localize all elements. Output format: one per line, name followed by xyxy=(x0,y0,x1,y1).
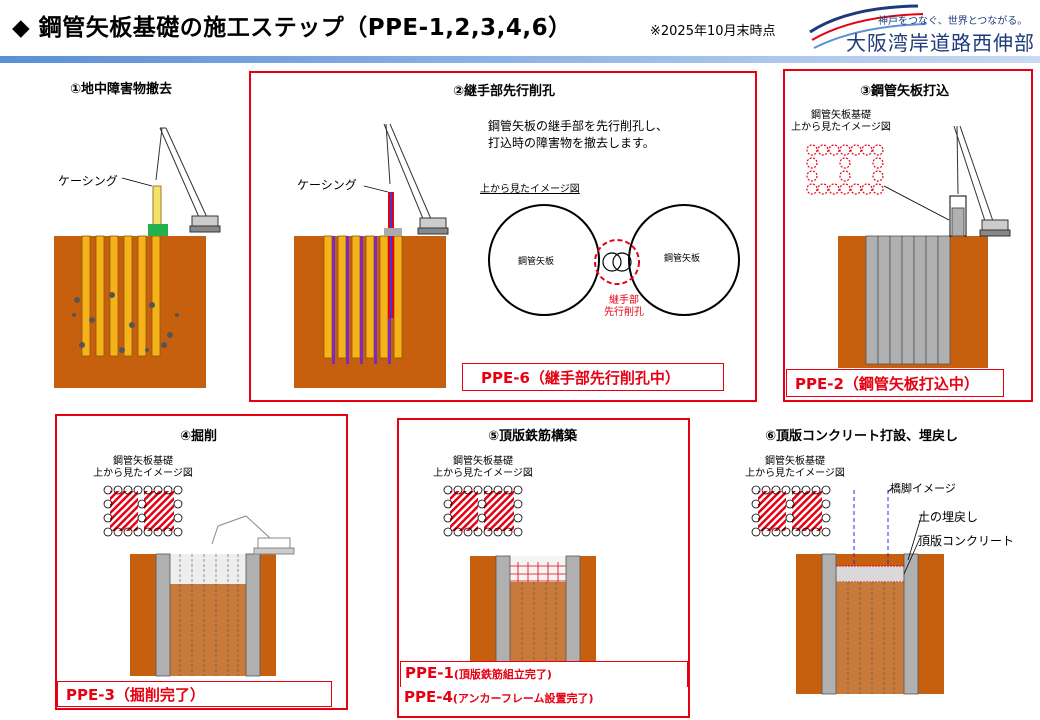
step2-status: PPE-6（継手部先行削孔中） xyxy=(462,363,724,391)
step2-pile-right-label: 鋼管矢板 xyxy=(664,254,701,264)
step5-title: ⑤頂版鉄筋構築 xyxy=(488,429,578,444)
as-of-date: ※2025年10月末時点 xyxy=(650,24,776,39)
step2-panel xyxy=(249,71,757,402)
step2-plan-label: 上から見たイメージ図 xyxy=(480,184,580,195)
step6-slab-label: 頂版コンクリート xyxy=(918,534,1015,548)
plan-ring xyxy=(443,485,523,537)
step6-diagram xyxy=(751,485,944,695)
pile-lines xyxy=(179,554,239,676)
step3-status: PPE-2（鋼管矢板打込中） xyxy=(786,369,1004,397)
pile-lines xyxy=(521,582,557,662)
step4-plan-label: 鋼管矢板基礎上から見たイメージ図 xyxy=(93,456,193,479)
step4-title: ④掘削 xyxy=(180,429,218,444)
step2-plan-view xyxy=(488,204,740,316)
step2-casing-label: ケーシング xyxy=(297,178,357,192)
step3-diagram xyxy=(806,125,1011,368)
plan-ring xyxy=(806,144,884,195)
pile-lines xyxy=(847,582,895,694)
obstacle-stones xyxy=(72,292,179,353)
step6-plan-label: 鋼管矢板基礎上から見たイメージ図 xyxy=(745,456,845,479)
step5-panel xyxy=(397,418,690,718)
org-tagline: 神戸をつなぐ、世界とつながる。 xyxy=(878,16,1028,27)
step2-description-2: 打込時の障害物を撤去します。 xyxy=(488,136,655,150)
step5-plan-label: 鋼管矢板基礎上から見たイメージ図 xyxy=(433,456,533,479)
step5-diagram xyxy=(443,485,596,663)
steel-piles xyxy=(865,235,951,365)
step6-title: ⑥頂版コンクリート打設、埋戻し xyxy=(765,429,959,444)
step3-title: ③鋼管矢板打込 xyxy=(860,84,950,99)
step4-diagram xyxy=(103,485,295,677)
step2-description-1: 鋼管矢板の継手部を先行削孔し、 xyxy=(488,119,669,133)
step4-panel xyxy=(55,414,348,710)
step6-backfill-label: 土の埋戻し xyxy=(918,510,979,524)
step6-pier-label: 橋脚イメージ xyxy=(890,482,956,495)
step2-title: ②継手部先行削孔 xyxy=(453,84,556,99)
plan-ring xyxy=(103,485,183,537)
page-title: ◆ 鋼管矢板基礎の施工ステップ（PPE-1,2,3,4,6） xyxy=(12,15,572,41)
step1-title: ①地中障害物撤去 xyxy=(70,82,173,97)
crane xyxy=(155,127,221,233)
bullet-icon: ◆ xyxy=(12,15,31,41)
step3-panel xyxy=(783,69,1033,402)
step1-casing-label: ケーシング xyxy=(58,174,118,188)
rebar-grid xyxy=(510,562,566,582)
step4-status: PPE-3（掘削完了） xyxy=(57,681,332,707)
pier-outline xyxy=(853,490,889,566)
excavator xyxy=(211,515,295,555)
plan-ring xyxy=(751,485,831,537)
step3-plan-label: 鋼管矢板基礎上から見たイメージ図 xyxy=(791,110,891,133)
crane xyxy=(953,125,1011,237)
org-logo xyxy=(809,4,927,49)
org-name: 大阪湾岸道路西伸部 xyxy=(846,31,1035,55)
step5-status-2: PPE-4(アンカーフレーム設置完了) xyxy=(404,688,594,706)
step1-diagram xyxy=(54,127,221,388)
step2-diagram xyxy=(294,123,449,388)
step2-joint-label: 継手部先行削孔 xyxy=(604,295,644,318)
step2-pile-left-label: 鋼管矢板 xyxy=(518,257,555,267)
header-bar xyxy=(0,56,1040,63)
step5-status-1: PPE-1(頂版鉄筋組立完了) xyxy=(400,661,688,687)
crane xyxy=(383,123,449,235)
